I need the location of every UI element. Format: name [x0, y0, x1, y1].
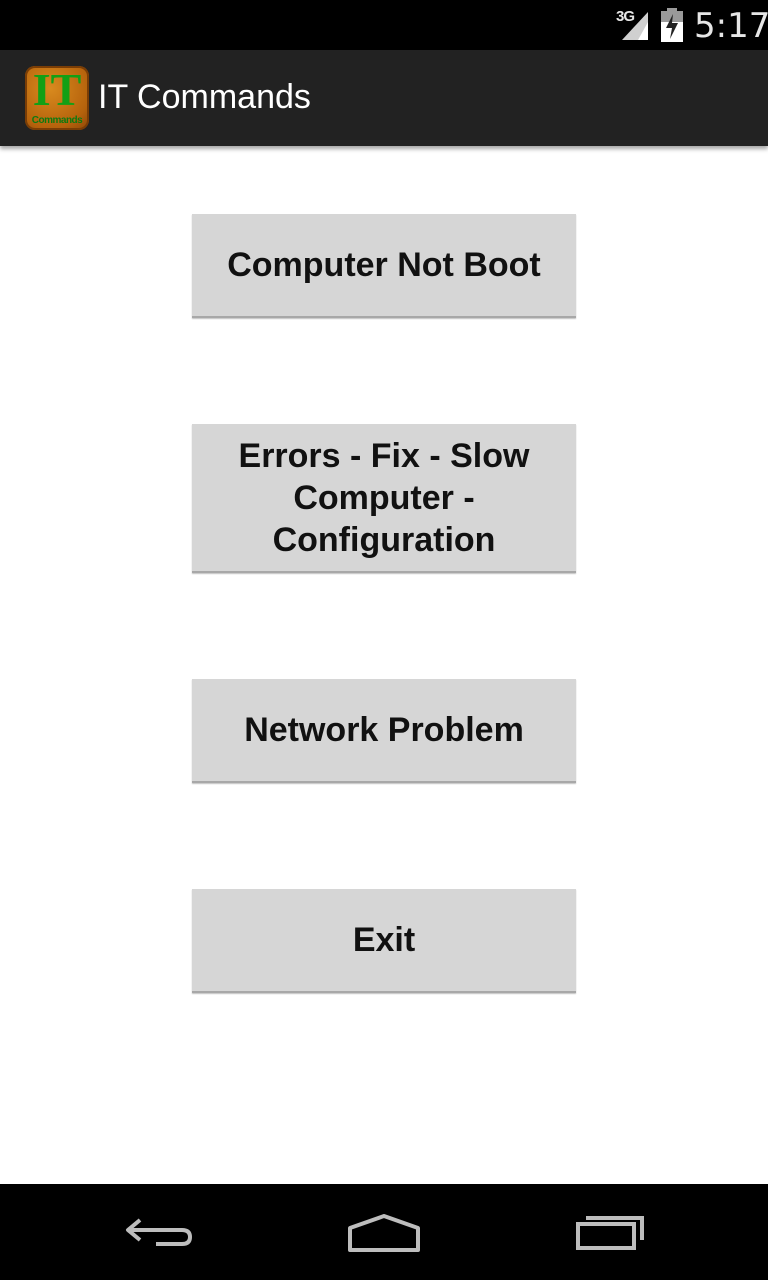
home-icon[interactable] [344, 1208, 424, 1256]
network-problem-button[interactable]: Network Problem [192, 679, 576, 783]
status-clock: 5:17 [694, 6, 768, 46]
network-type: 3G [616, 8, 635, 25]
recents-icon[interactable] [570, 1208, 650, 1256]
app-icon-subtext: Commands [31, 115, 83, 126]
app-icon[interactable]: IT Commands [25, 66, 89, 130]
signal-icon [622, 12, 648, 40]
back-icon[interactable] [120, 1208, 200, 1256]
exit-button[interactable]: Exit [192, 889, 576, 993]
app-title: IT Commands [98, 78, 311, 116]
status-bar: 3G 5:17 [0, 0, 768, 50]
battery-icon [661, 8, 683, 42]
navigation-bar [0, 1184, 768, 1280]
action-bar: IT Commands IT Commands [0, 50, 768, 146]
computer-not-boot-button[interactable]: Computer Not Boot [192, 214, 576, 318]
errors-fix-slow-configuration-button[interactable]: Errors - Fix - Slow Computer - Configura… [192, 424, 576, 573]
app-icon-text: IT [32, 66, 82, 115]
